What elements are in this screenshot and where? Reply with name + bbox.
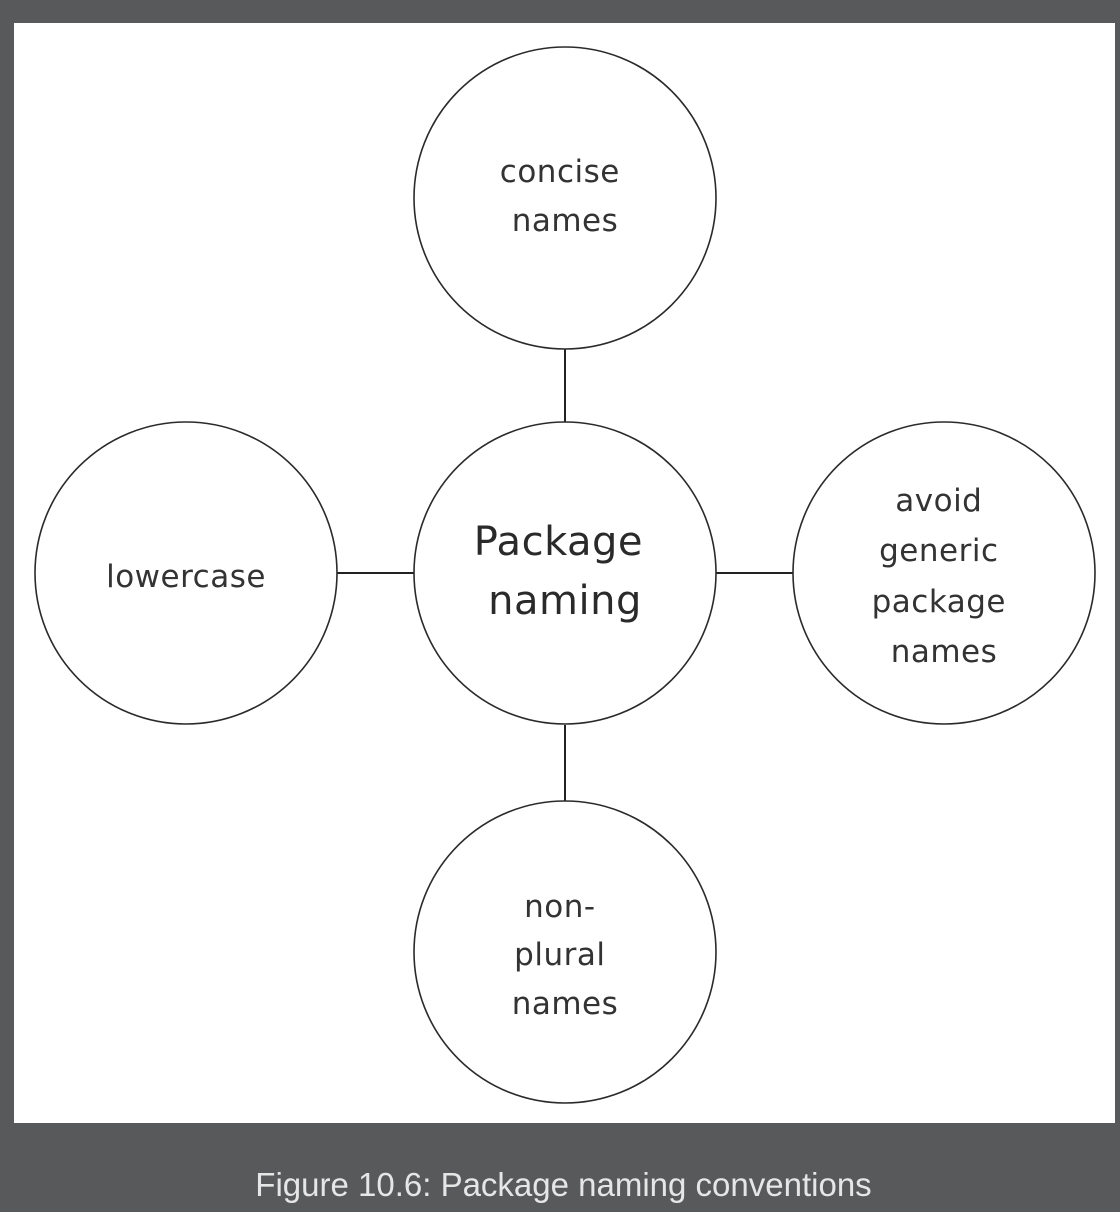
svg-text:lowercase: lowercase <box>106 559 266 595</box>
figure-caption: Figure 10.6: Package naming conventions <box>255 1166 872 1203</box>
svg-text:avoid generic: avoid generic package names <box>872 483 1017 670</box>
center-label-line: Package <box>474 519 643 565</box>
node-non-plural-names: non- plural names <box>413 800 717 1104</box>
mind-map-diagram: concise names lowercase Package naming a… <box>34 46 1096 1104</box>
node-label-line: names <box>512 986 619 1022</box>
node-lowercase: lowercase <box>34 421 338 725</box>
figure-panel: concise names lowercase Package naming a… <box>14 23 1115 1123</box>
node-concise-names: concise names <box>413 46 717 350</box>
node-package-naming: Package naming <box>413 421 717 725</box>
node-label-line: non- <box>524 889 595 925</box>
node-label-line: names <box>512 203 619 239</box>
node-label-line: lowercase <box>106 559 266 595</box>
node-label-line: avoid <box>895 483 982 519</box>
node-label-line: concise <box>500 154 620 190</box>
node-label-line: generic <box>879 533 998 569</box>
svg-text:concise names: concise names <box>500 154 630 239</box>
node-label-line: plural <box>514 937 605 973</box>
node-avoid-generic-package-names: avoid generic package names <box>792 421 1096 725</box>
node-label-line: names <box>891 634 998 670</box>
svg-text:Package naming: Package naming <box>474 519 657 624</box>
svg-text:non- plural na: non- plural names <box>512 889 619 1022</box>
node-label-line: package <box>872 584 1006 620</box>
center-label-line: naming <box>488 578 642 624</box>
